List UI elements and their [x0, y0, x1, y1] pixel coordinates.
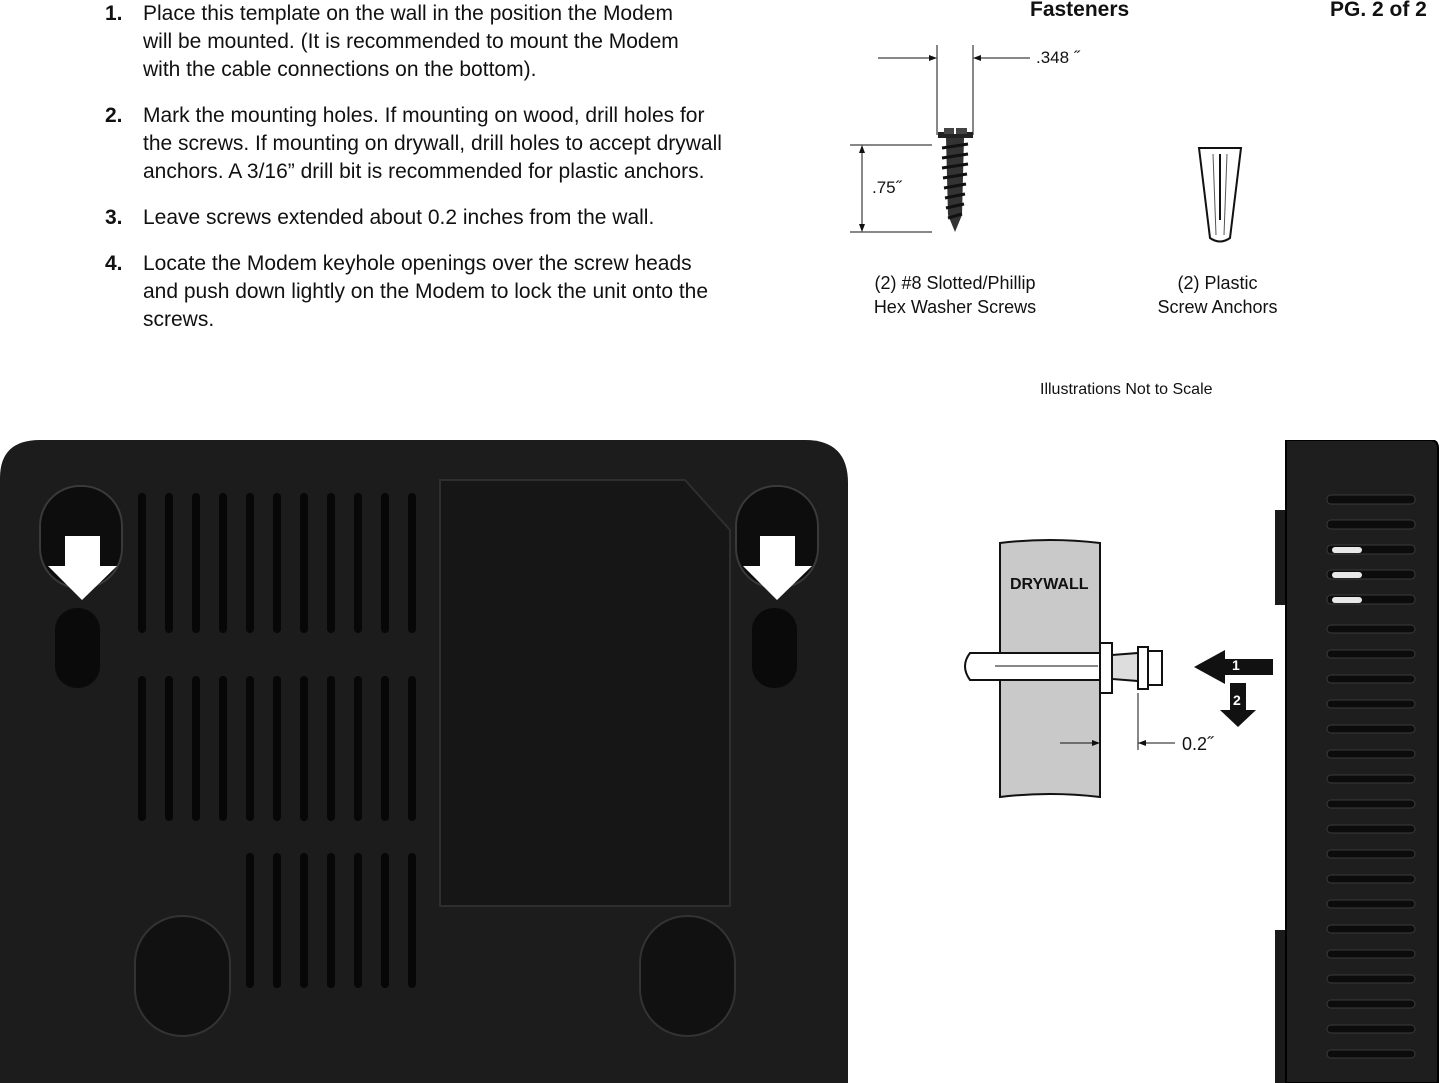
label-panel: [439, 479, 731, 907]
step-3: 3. Leave screws extended about 0.2 inche…: [105, 204, 745, 232]
foot-right: [639, 915, 736, 1037]
width-dimension-label: .348 ˝: [1036, 48, 1080, 67]
step-text: Leave screws extended about 0.2 inches f…: [143, 206, 655, 229]
step-2: 2. Mark the mounting holes. If mounting …: [105, 102, 745, 186]
arrow-down-icon: [1220, 683, 1256, 727]
screw-caption: (2) #8 Slotted/Phillip Hex Washer Screws: [840, 271, 1070, 319]
instruction-list: 1. Place this template on the wall in th…: [105, 0, 745, 352]
side-vent-slots: [1326, 494, 1416, 1059]
arrow-down-right-icon: [743, 536, 812, 600]
page-number: PG. 2 of 2: [1330, 0, 1427, 21]
modem-side-view: [1275, 440, 1439, 1083]
length-dimension-label: .75˝: [872, 178, 902, 197]
screw-caption-line2: Hex Washer Screws: [873, 297, 1037, 317]
screw-caption-line1: (2) #8 Slotted/Phillip: [874, 273, 1036, 293]
anchor-caption: (2) Plastic Screw Anchors: [1120, 271, 1315, 319]
fasteners-illustration: [850, 45, 1243, 243]
anchor-icon: [1197, 147, 1243, 243]
scale-note: Illustrations Not to Scale: [1040, 381, 1213, 398]
section-title: Fasteners: [1030, 0, 1130, 21]
side-view-diagram: [964, 539, 1273, 799]
keyhole-right-icon: [735, 485, 819, 688]
step-text: Place this template on the wall in the p…: [143, 2, 679, 81]
step-number: 3.: [105, 206, 123, 229]
step-number: 4.: [105, 252, 123, 275]
drywall-label: DRYWALL: [1010, 576, 1089, 593]
step-text: Mark the mounting holes. If mounting on …: [143, 104, 722, 183]
anchor-caption-line1: (2) Plastic: [1177, 273, 1258, 293]
arrow-down-left-icon: [48, 536, 117, 600]
arrow-left-icon: [1194, 650, 1273, 684]
gap-dimension-label: 0.2˝: [1182, 734, 1214, 754]
step-4: 4. Locate the Modem keyhole openings ove…: [105, 250, 745, 334]
modem-bottom-view: [0, 440, 848, 1083]
step-number: 2.: [105, 104, 123, 127]
arrow1-label: 1: [1232, 657, 1240, 673]
step-number: 1.: [105, 2, 123, 25]
step-1: 1. Place this template on the wall in th…: [105, 0, 745, 84]
vent-slots: [138, 493, 416, 988]
arrow2-label: 2: [1233, 692, 1241, 708]
screw-icon: [938, 128, 973, 232]
step-text: Locate the Modem keyhole openings over t…: [143, 252, 709, 331]
anchor-caption-line2: Screw Anchors: [1157, 297, 1278, 317]
foot-left: [134, 915, 231, 1037]
